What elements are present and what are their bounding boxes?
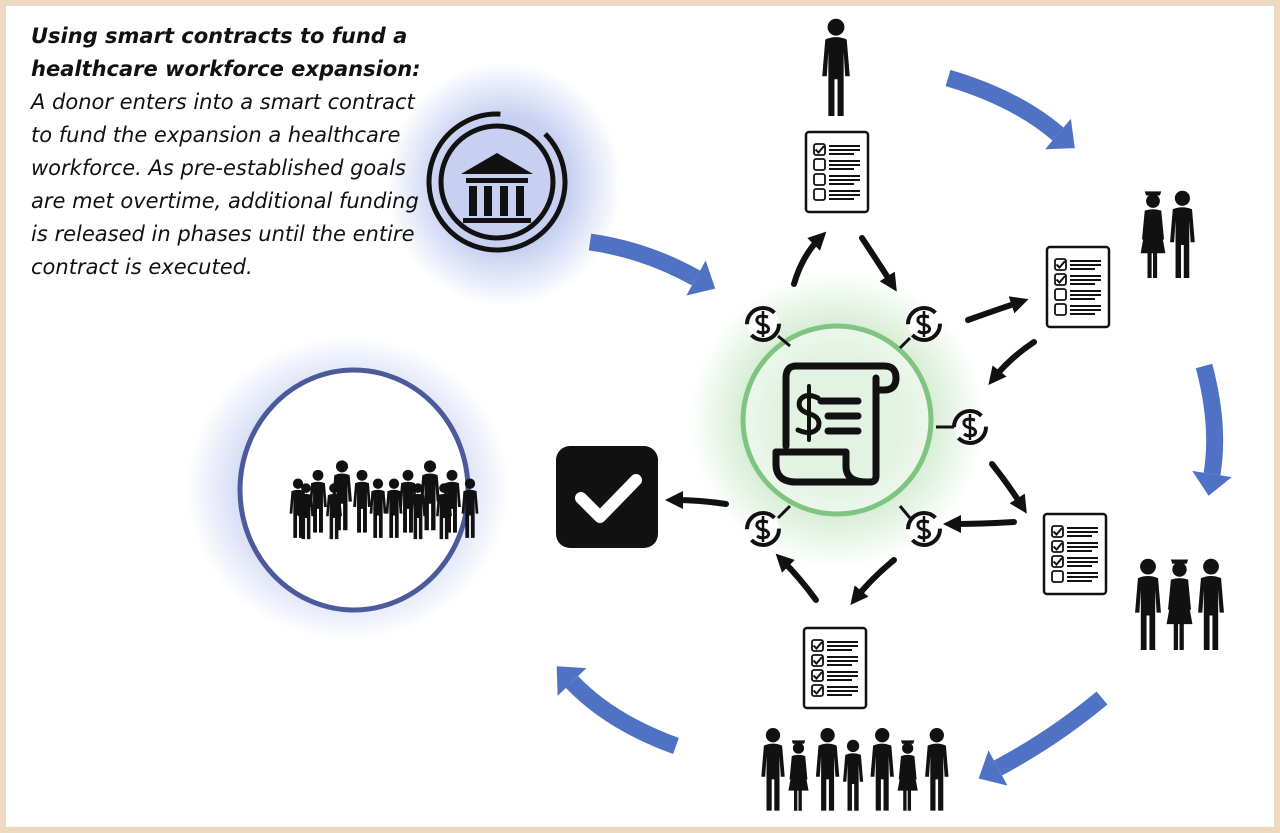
healthcare-worker-icon-group [1135,558,1224,650]
flow-arrow [859,235,897,292]
doctor-icon [925,728,949,811]
nurse-icon [1166,559,1193,650]
caption-title: Using smart contracts to fund a healthca… [31,24,421,81]
doctor-icon [815,728,840,811]
healthcare-worker-icon-group [761,728,949,811]
flow-arrow [775,553,819,603]
progression-arrows [556,69,1232,786]
caption-body: A donor enters into a smart contract to … [31,90,419,279]
healthcare-worker-icon-group [822,18,850,116]
progression-arrow [945,69,1075,150]
payment-icons [745,306,988,547]
checklist-icon [804,130,870,214]
progression-arrow [1192,363,1232,496]
progression-arrow [588,233,716,296]
dollar-cycle-icon [898,505,942,547]
checklist-icon [1042,512,1108,596]
doctor-icon [843,739,864,811]
flow-arrow [665,491,729,510]
dollar-cycle-icon [898,306,942,350]
nurse-icon [897,740,918,811]
healthcare-worker-icon-group [1140,190,1195,278]
payment-flow-arrows [665,231,1037,606]
nurse-icon [788,740,809,811]
dollar-cycle-icon [745,504,792,547]
bank-icon [426,111,568,253]
doctor-icon [1135,558,1161,650]
progression-arrow [978,691,1108,786]
dollar-cycle-icon [936,409,988,445]
doctor-icon [870,728,894,811]
diagram-canvas [186,18,1232,811]
flow-arrow [989,461,1027,514]
flow-arrow [988,339,1037,386]
checklist-icon [1045,245,1111,329]
nurse-icon [1140,191,1166,278]
doctor-icon [1198,558,1224,650]
goal-checklists [802,130,1111,710]
flow-arrow [850,557,897,606]
caption: Using smart contracts to fund a healthca… [31,20,431,284]
contract-ring [740,323,934,517]
progression-arrow [556,666,679,754]
flow-arrow [965,296,1029,323]
checklist-icon [802,626,868,710]
doctor-icon [1170,190,1195,278]
contract-scroll-dollar-icon [772,362,900,486]
doctor-icon [822,18,850,116]
donor-glow [386,62,622,306]
diagram-frame: Using smart contracts to fund a healthca… [6,6,1274,827]
flow-arrow [791,231,827,287]
dollar-cycle-icon [745,306,791,348]
checkmark-icon [556,446,658,548]
doctor-icon [761,728,785,811]
flow-arrow [943,514,1017,533]
